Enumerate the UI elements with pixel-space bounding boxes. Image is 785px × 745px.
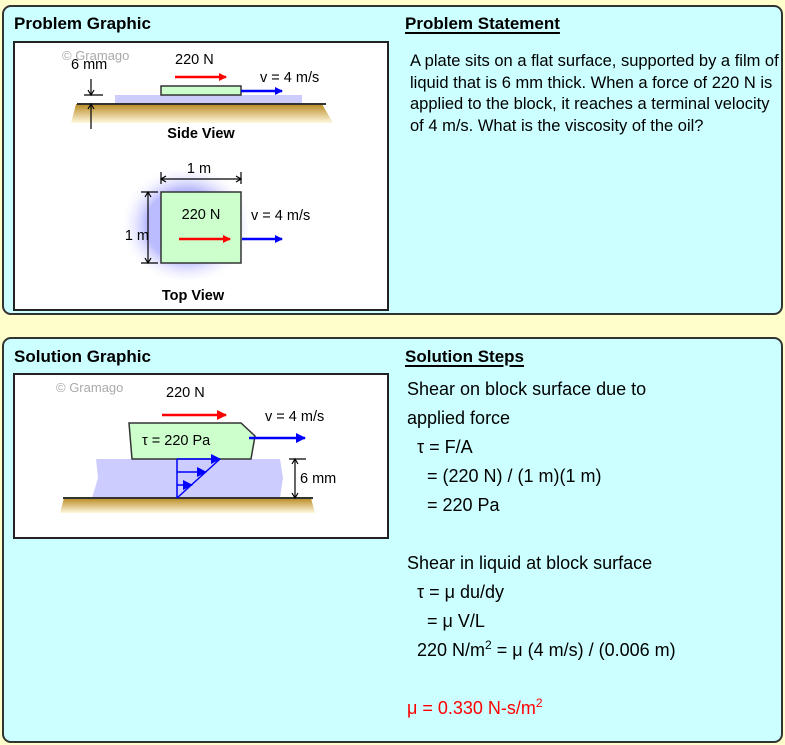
width-label: 1 m <box>187 161 211 177</box>
liquid-film <box>115 95 302 104</box>
step-line: Shear on block surface due to <box>407 379 647 399</box>
step-line: = (220 N) / (1 m)(1 m) <box>407 466 602 486</box>
solution-steps-heading: Solution Steps <box>405 347 524 366</box>
side-velocity-label: v = 4 m/s <box>260 70 319 86</box>
block <box>128 422 256 460</box>
final-answer: μ = 0.330 N-s/m2 <box>407 694 777 723</box>
step-line: τ = F/A <box>407 437 473 457</box>
top-force-label: 220 N <box>182 207 221 223</box>
step-line: = μ V/L <box>407 611 485 631</box>
step-line: = 220 Pa <box>407 495 500 515</box>
problem-graphic-heading: Problem Graphic <box>14 14 151 33</box>
ground <box>60 498 315 513</box>
force-label: 220 N <box>166 385 205 401</box>
exponent: 2 <box>535 696 543 710</box>
velocity-label: v = 4 m/s <box>265 409 324 425</box>
solution-graphic: © Gramago 220 N v = 4 m/s τ = 220 Pa <box>13 373 389 539</box>
solution-diagram: © Gramago 220 N v = 4 m/s τ = 220 Pa <box>56 380 336 513</box>
answer-value: μ = 0.330 N-s/m <box>407 698 536 718</box>
problem-statement-heading: Problem Statement <box>405 14 560 33</box>
exponent: 2 <box>485 638 492 652</box>
film-thickness-label: 6 mm <box>71 57 107 73</box>
problem-panel: Problem Graphic Problem Statement <box>2 5 783 315</box>
step-line: τ = μ du/dy <box>407 582 505 602</box>
height-label: 1 m <box>125 228 149 244</box>
ground <box>71 104 333 123</box>
step-line: Shear in liquid at block surface <box>407 553 653 573</box>
plate-top <box>160 191 242 264</box>
side-force-label: 220 N <box>175 52 214 68</box>
watermark: © Gramago <box>62 48 129 63</box>
step-line-equation: 220 N/m2 = μ (4 m/s) / (0.006 m) <box>407 636 777 665</box>
problem-diagram: © Gramago 6 mm 220 N v = 4 m/s Side View… <box>62 48 333 304</box>
velocity-profile-icon <box>176 454 221 499</box>
side-view-caption: Side View <box>167 126 235 142</box>
problem-graphic: © Gramago 6 mm 220 N v = 4 m/s Side View… <box>13 41 389 311</box>
liquid-film <box>92 459 283 498</box>
problem-statement-text: A plate sits on a flat surface, supporte… <box>410 52 779 135</box>
step-line <box>407 520 777 549</box>
solution-steps: Shear on block surface due to applied fo… <box>407 375 777 723</box>
thickness-label: 6 mm <box>300 471 336 487</box>
top-velocity-label: v = 4 m/s <box>251 208 310 224</box>
equation-right: = μ (4 m/s) / (0.006 m) <box>491 640 676 660</box>
solution-graphic-heading: Solution Graphic <box>14 347 151 366</box>
watermark: © Gramago <box>56 380 123 395</box>
plate <box>160 85 242 96</box>
step-line <box>407 665 777 694</box>
equation-left: 220 N/m <box>407 640 486 660</box>
top-view-caption: Top View <box>162 288 225 304</box>
solution-panel: Solution Graphic Solution Steps © Gramag… <box>2 337 783 743</box>
shear-label: τ = 220 Pa <box>142 433 211 449</box>
step-line: applied force <box>407 408 511 428</box>
